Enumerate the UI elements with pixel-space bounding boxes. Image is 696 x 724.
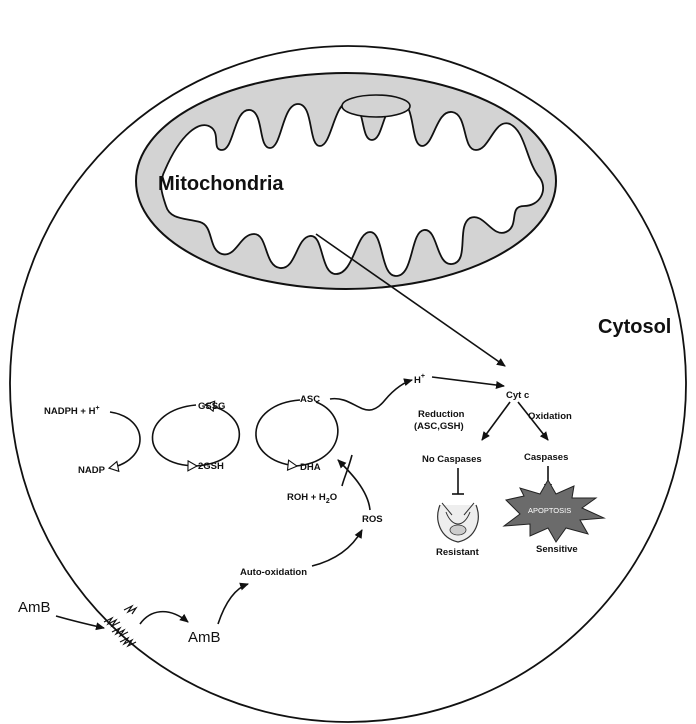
sensitive-label: Sensitive xyxy=(536,544,578,555)
autooxidation-label: Auto-oxidation xyxy=(240,567,307,578)
asc-label: ASC xyxy=(300,394,320,405)
cytc-to-nocaspases-arrow xyxy=(481,401,511,441)
asc-right-arc xyxy=(295,401,339,467)
amb-outside-label: AmB xyxy=(18,599,51,616)
amb-entry-arrow xyxy=(55,615,105,631)
mitochondria-cristae xyxy=(160,101,545,277)
oxidation-label: Oxidation xyxy=(528,411,572,422)
apoptosis-burst xyxy=(502,478,606,543)
mitochondria-label: Mitochondria xyxy=(158,173,284,195)
ros-to-dha-arrow xyxy=(337,459,371,511)
nadph-arc xyxy=(107,411,141,473)
nadp-label: NADP xyxy=(78,465,106,476)
gsh-left-arc xyxy=(151,404,199,472)
mitochondrion xyxy=(135,72,557,290)
autooxidation-to-ros-arrow xyxy=(311,529,363,567)
hplus-label: H+ xyxy=(414,373,425,386)
membrane-channel xyxy=(103,604,138,648)
roh-label: ROH + H2O xyxy=(287,492,337,505)
resistant-label: Resistant xyxy=(436,547,480,558)
reduction-sub-label: (ASC,GSH) xyxy=(414,421,464,432)
asc-to-hplus-arrow xyxy=(329,378,413,411)
amb-inside-arrow xyxy=(139,610,189,625)
gsh-right-arc xyxy=(195,400,241,467)
cytc-release-arrow xyxy=(315,233,506,367)
dha-roh-arc xyxy=(341,454,353,487)
no-caspases-label: No Caspases xyxy=(422,454,482,465)
resistant-cell-icon xyxy=(437,502,479,543)
gsh-label: 2GSH xyxy=(198,461,224,472)
asc-left-arc xyxy=(255,399,301,471)
cytc-label: Cyt c xyxy=(506,390,529,401)
cytc-to-caspases-arrow xyxy=(517,401,549,441)
dha-label: DHA xyxy=(300,462,321,473)
redox-cycle xyxy=(107,376,505,511)
gssg-label: GSSG xyxy=(198,401,225,412)
amb-inside-label: AmB xyxy=(188,629,221,646)
reduction-label: Reduction xyxy=(418,409,465,420)
mito-vesicle xyxy=(341,94,411,118)
ros-label: ROS xyxy=(362,514,383,525)
nadph-label: NADPH + H+ xyxy=(44,405,100,417)
amb-to-autooxidation-arrow xyxy=(217,582,249,625)
cytosol-label: Cytosol xyxy=(598,316,671,338)
hplus-to-cytc-arrow xyxy=(431,376,505,389)
apoptosis-label: APOPTOSIS xyxy=(528,506,571,515)
caspases-label: Caspases xyxy=(524,452,568,463)
